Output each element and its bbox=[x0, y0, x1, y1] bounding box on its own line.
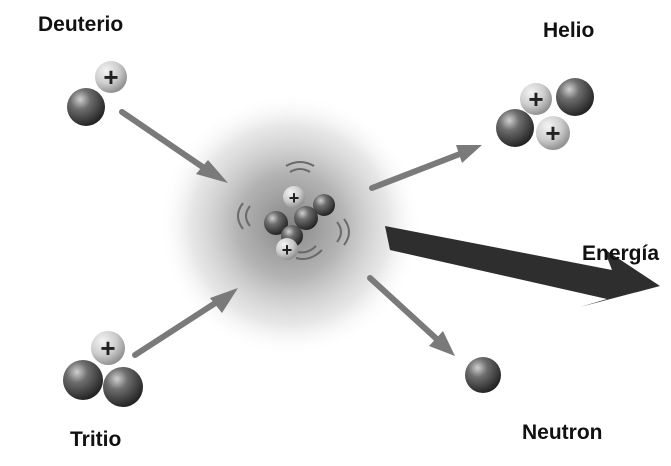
plus-sign: + bbox=[545, 118, 560, 148]
label-energy: Energía bbox=[582, 242, 660, 265]
deuterium-nucleus: + bbox=[67, 61, 127, 126]
vibration-marks bbox=[237, 161, 350, 260]
proton: + bbox=[536, 116, 570, 150]
label-tritium: Tritio bbox=[70, 428, 122, 451]
emitted-neutron bbox=[465, 357, 501, 393]
neutron bbox=[63, 360, 103, 400]
fusing-nucleus: + + bbox=[264, 186, 335, 260]
neutron bbox=[313, 194, 335, 216]
tritium-nucleus: + bbox=[63, 331, 143, 407]
plus-sign: + bbox=[282, 240, 293, 260]
proton: + bbox=[95, 61, 127, 93]
proton: + bbox=[91, 331, 125, 365]
proton: + bbox=[276, 238, 298, 260]
neutron bbox=[496, 109, 534, 147]
plus-sign: + bbox=[528, 84, 543, 114]
arrow-center-to-helium bbox=[369, 145, 482, 191]
neutron bbox=[67, 88, 105, 126]
plus-sign: + bbox=[289, 188, 300, 208]
arrows bbox=[119, 109, 660, 358]
label-deuterium: Deuterio bbox=[38, 13, 124, 36]
arrow-deuterium-to-center bbox=[119, 109, 228, 183]
label-helium: Helio bbox=[543, 19, 595, 42]
neutron bbox=[556, 78, 594, 116]
neutron bbox=[103, 367, 143, 407]
energy-arrow bbox=[385, 226, 660, 307]
label-neutron: Neutron bbox=[522, 421, 603, 444]
proton: + bbox=[283, 186, 305, 208]
helium-nucleus: + + bbox=[496, 78, 594, 150]
neutron bbox=[294, 206, 318, 230]
neutron bbox=[264, 211, 288, 235]
arrow-tritium-to-center bbox=[132, 288, 238, 358]
plus-sign: + bbox=[100, 333, 115, 363]
arrow-center-to-neutron bbox=[367, 275, 455, 356]
fusion-glow bbox=[158, 93, 422, 357]
proton: + bbox=[520, 83, 552, 115]
plus-sign: + bbox=[103, 62, 118, 92]
